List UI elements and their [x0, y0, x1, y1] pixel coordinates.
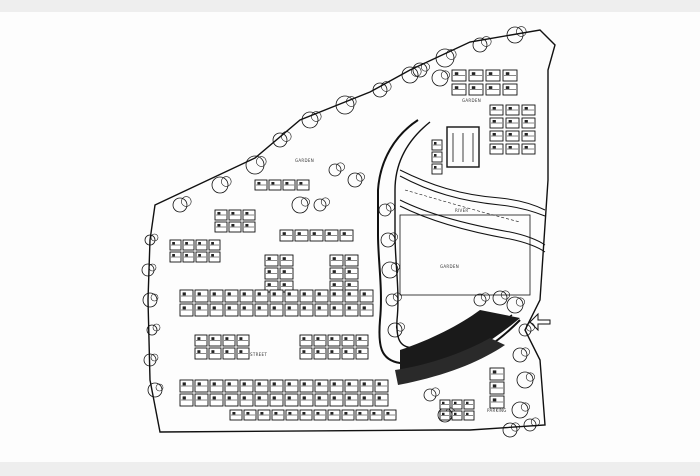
- tree-symbol: [147, 382, 163, 398]
- tree-symbol: [506, 296, 524, 314]
- tree-symbol: [355, 172, 365, 182]
- tree-symbol: [150, 233, 159, 242]
- building-clusters: [169, 69, 536, 421]
- river: [399, 169, 546, 253]
- tree-symbol: [435, 48, 455, 68]
- tree-symbol: [172, 197, 188, 213]
- tree-symbol: [155, 383, 164, 392]
- tree-symbol: [512, 347, 528, 363]
- tree-symbol: [431, 69, 449, 87]
- tree-symbol: [150, 293, 159, 302]
- tree-symbol: [272, 132, 288, 148]
- sports-court: [446, 126, 480, 168]
- label-garden-top-left: GARDEN: [295, 158, 314, 163]
- tree-symbol: [473, 293, 487, 307]
- tree-symbol: [516, 26, 527, 37]
- field-area: [399, 214, 531, 296]
- tree-symbol: [385, 293, 399, 307]
- hatched-walkway: [400, 310, 520, 378]
- tree-symbol: [446, 49, 457, 60]
- tree-symbol: [480, 292, 490, 302]
- tree-symbol: [440, 70, 450, 80]
- label-field: GARDEN: [440, 264, 459, 269]
- tree-symbol: [492, 290, 508, 306]
- tree-symbol: [401, 66, 419, 84]
- tree-symbol: [423, 388, 437, 402]
- tree-symbol: [181, 196, 192, 207]
- tree-symbol: [502, 422, 518, 438]
- tree-symbol: [530, 417, 540, 427]
- tree-symbol: [281, 131, 292, 142]
- tree-symbol: [472, 37, 488, 53]
- entrance-arrow: [529, 312, 551, 332]
- tree-symbol: [144, 234, 156, 246]
- top-margin-bar: [0, 0, 700, 12]
- tree-symbol: [511, 401, 529, 419]
- tree-symbol: [430, 387, 440, 397]
- tree-symbol: [335, 95, 355, 115]
- tree-symbol: [510, 422, 520, 432]
- tree-symbol: [245, 155, 265, 175]
- tree-symbol: [335, 162, 345, 172]
- tree-symbol: [515, 297, 525, 307]
- hatched-walkway-lower: [395, 338, 505, 385]
- site-boundary: [147, 29, 556, 433]
- tree-symbol: [211, 176, 229, 194]
- tree-symbol: [523, 418, 537, 432]
- tree-symbol: [142, 292, 158, 308]
- tree-symbol: [420, 62, 430, 72]
- tree-symbol: [481, 36, 492, 47]
- tree-symbol: [516, 371, 534, 389]
- tree-symbol: [390, 262, 400, 272]
- label-street: STREET: [250, 352, 267, 357]
- tree-symbol: [520, 402, 530, 412]
- tree-symbol: [520, 347, 530, 357]
- tree-symbol: [152, 323, 161, 332]
- tree-symbol: [148, 263, 157, 272]
- tree-symbol: [506, 26, 524, 44]
- tree-symbol: [388, 232, 398, 242]
- tree-symbol: [387, 322, 403, 338]
- label-river: RIVER: [455, 208, 469, 213]
- tree-symbol: [380, 232, 396, 248]
- tree-symbol: [313, 198, 327, 212]
- tree-symbol: [311, 111, 322, 122]
- tree-symbol: [346, 96, 357, 107]
- tree-symbol: [143, 353, 157, 367]
- tree-symbol: [372, 82, 388, 98]
- tree-symbol: [378, 203, 392, 217]
- tree-symbol: [518, 323, 532, 337]
- tree-symbol: [381, 81, 392, 92]
- label-parking: PARKING: [487, 408, 507, 413]
- tree-symbol: [328, 163, 342, 177]
- bottom-margin-bar: [0, 462, 700, 476]
- tree-symbol: [150, 353, 159, 362]
- tree-symbol: [146, 324, 158, 336]
- tree-symbol: [221, 176, 232, 187]
- label-garden-top-right: GARDEN: [462, 98, 481, 103]
- tree-symbol: [525, 372, 535, 382]
- tree-symbol: [300, 197, 310, 207]
- tree-symbol: [320, 197, 330, 207]
- tree-symbol: [291, 196, 309, 214]
- tree-symbol: [141, 263, 155, 277]
- tree-symbol: [301, 111, 319, 129]
- tree-symbol: [412, 62, 428, 78]
- tree-symbol: [256, 156, 267, 167]
- tree-symbol: [381, 261, 399, 279]
- tree-symbol: [347, 172, 363, 188]
